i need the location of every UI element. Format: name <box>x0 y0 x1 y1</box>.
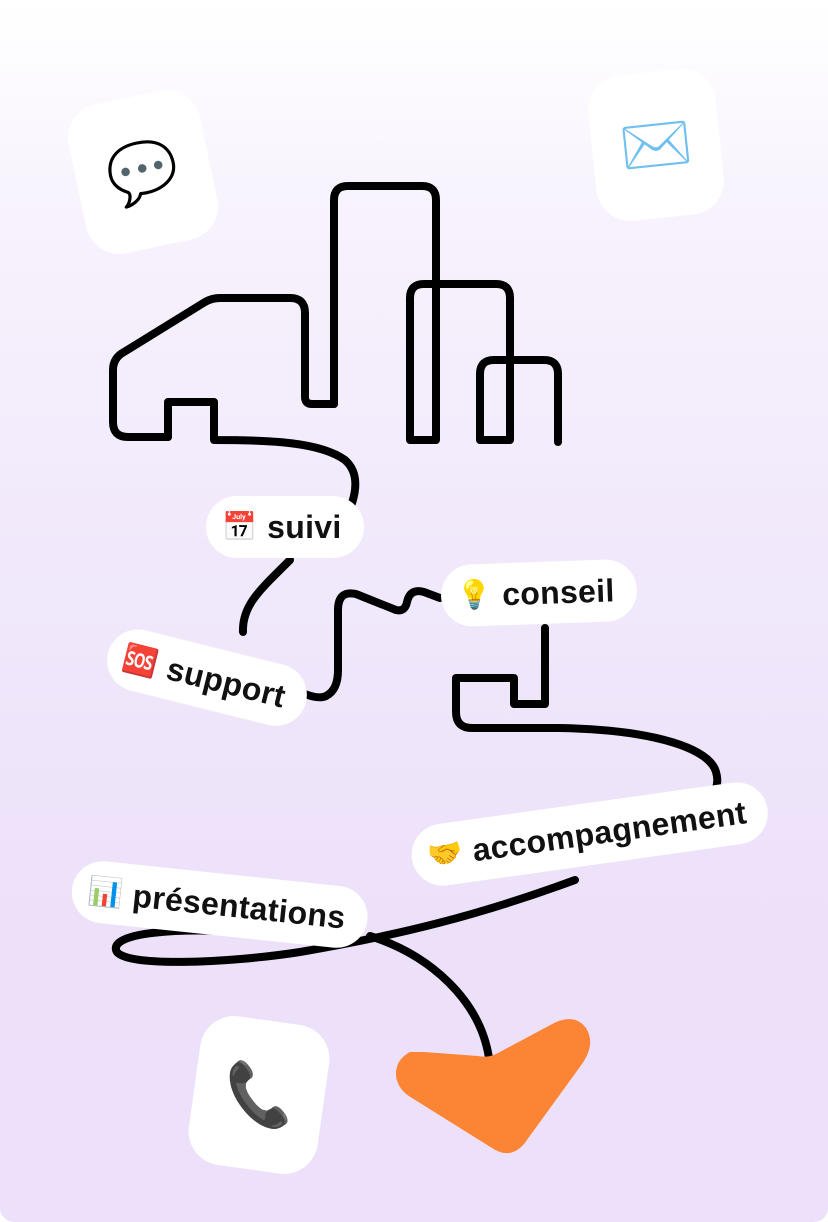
calendar-icon: 📅 <box>222 510 258 543</box>
label-conseil: 💡 conseil <box>439 558 638 628</box>
tall-tower <box>330 182 562 446</box>
house-body <box>109 294 338 441</box>
bar-chart-icon: 📊 <box>86 873 125 911</box>
handshake-icon: 🤝 <box>425 835 465 873</box>
connector-suivi-support <box>238 556 294 636</box>
light-bulb-icon: 💡 <box>456 577 493 612</box>
sos-icon: 🆘 <box>119 640 162 681</box>
connector-to-arrow <box>366 932 493 1062</box>
label-conseil-text: conseil <box>501 571 616 612</box>
label-presentations-text: présentations <box>131 876 348 936</box>
label-suivi-text: suivi <box>267 508 342 545</box>
arrow-head <box>395 1019 591 1154</box>
connector-conseil-down <box>452 624 722 804</box>
label-suivi: 📅 suivi <box>206 496 364 558</box>
connector-accompagnement-loop <box>112 876 579 966</box>
house-outline <box>164 398 360 524</box>
connector-support-conseil <box>296 587 444 702</box>
